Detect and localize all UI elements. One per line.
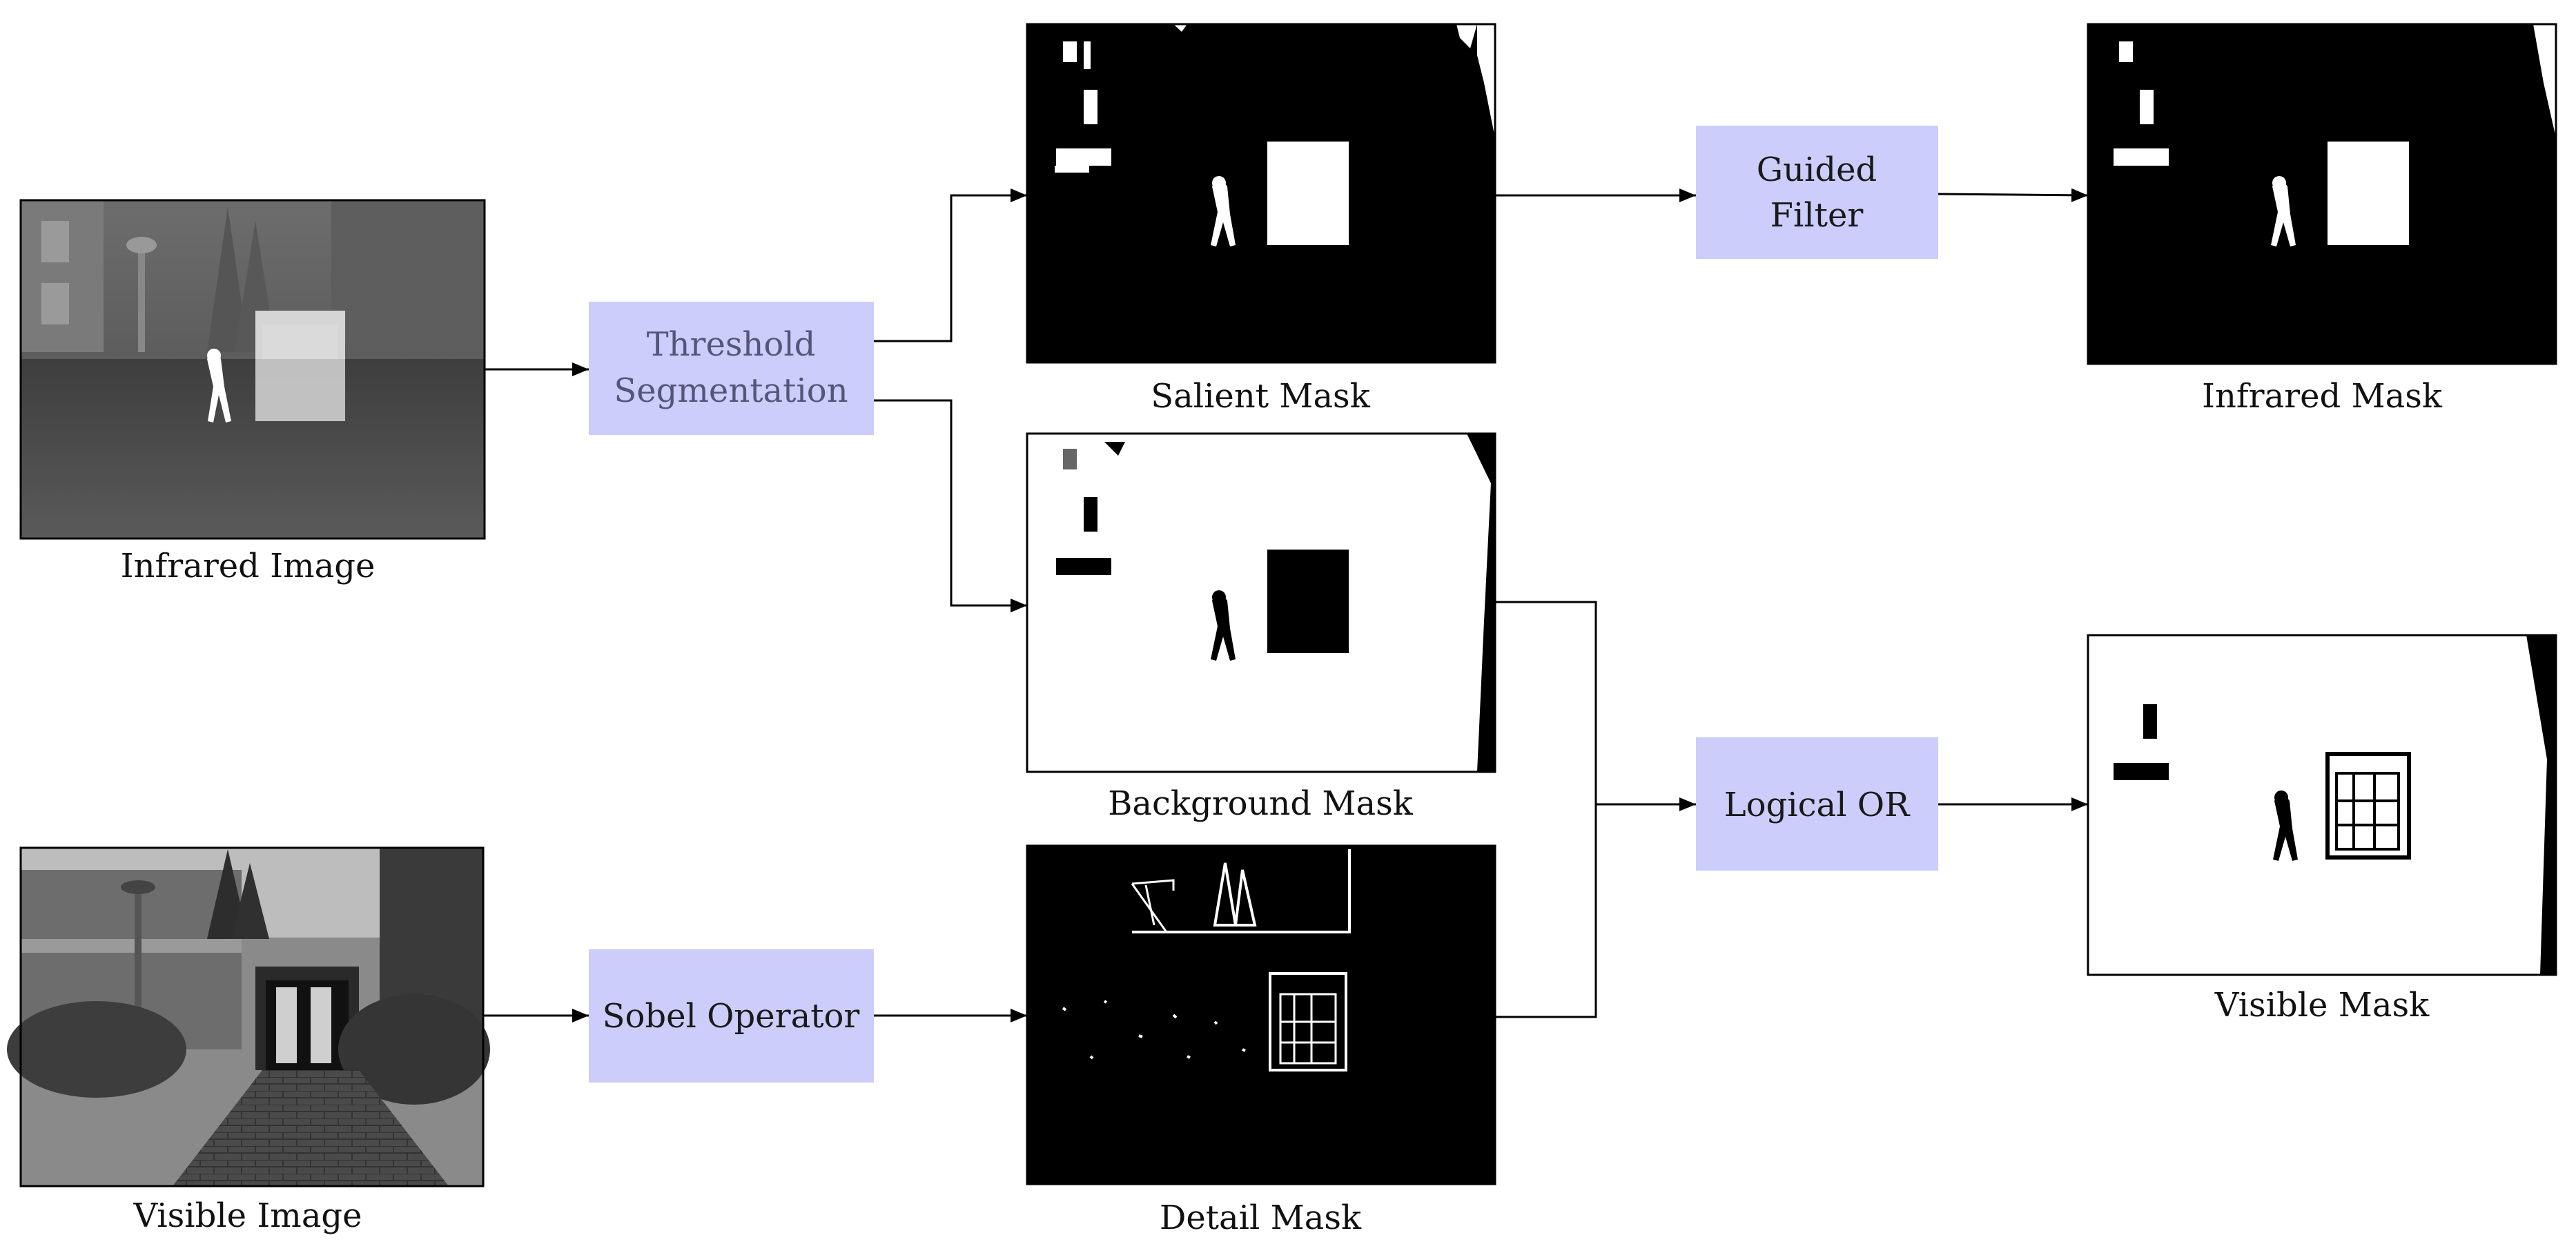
- guided-label-line1: Guided: [1757, 151, 1877, 189]
- logical-or-box: Logical OR: [1696, 737, 1938, 871]
- salient-mask: [1026, 23, 1496, 364]
- logical-or-label: Logical OR: [1724, 786, 1911, 824]
- infrared-image: [19, 199, 486, 540]
- background-mask-caption: Background Mask: [1108, 784, 1414, 823]
- visible-image-caption: Visible Image: [133, 1196, 362, 1235]
- background-mask: [1026, 432, 1496, 773]
- edge-guided-to-infrared-mask: [1938, 188, 2089, 202]
- edge-detail-to-or: [1495, 804, 1597, 1018]
- threshold-label-line2: Segmentation: [614, 371, 848, 410]
- infrared-mask-caption: Infrared Mask: [2202, 377, 2443, 416]
- edge-threshold-to-salient: [874, 188, 1027, 342]
- sobel-operator-box: Sobel Operator: [589, 949, 874, 1083]
- threshold-label-line1: Threshold: [647, 325, 816, 364]
- edge-threshold-to-background: [874, 399, 1027, 612]
- detail-mask-caption: Detail Mask: [1160, 1199, 1362, 1237]
- sobel-label: Sobel Operator: [603, 997, 860, 1036]
- infrared-mask: [2087, 23, 2557, 365]
- visible-image: [7, 846, 490, 1187]
- edge-background-to-or: [1495, 601, 1597, 804]
- visible-mask-caption: Visible Mask: [2214, 986, 2430, 1025]
- threshold-segmentation-box: Threshold Segmentation: [589, 302, 874, 435]
- guided-filter-box: Guided Filter: [1696, 126, 1938, 259]
- detail-mask: [1026, 844, 1496, 1185]
- salient-mask-caption: Salient Mask: [1151, 377, 1370, 416]
- guided-label-line2: Filter: [1770, 196, 1864, 235]
- infrared-image-caption: Infrared Image: [121, 547, 375, 585]
- edges: [483, 188, 2089, 1022]
- visible-mask: [2087, 634, 2557, 976]
